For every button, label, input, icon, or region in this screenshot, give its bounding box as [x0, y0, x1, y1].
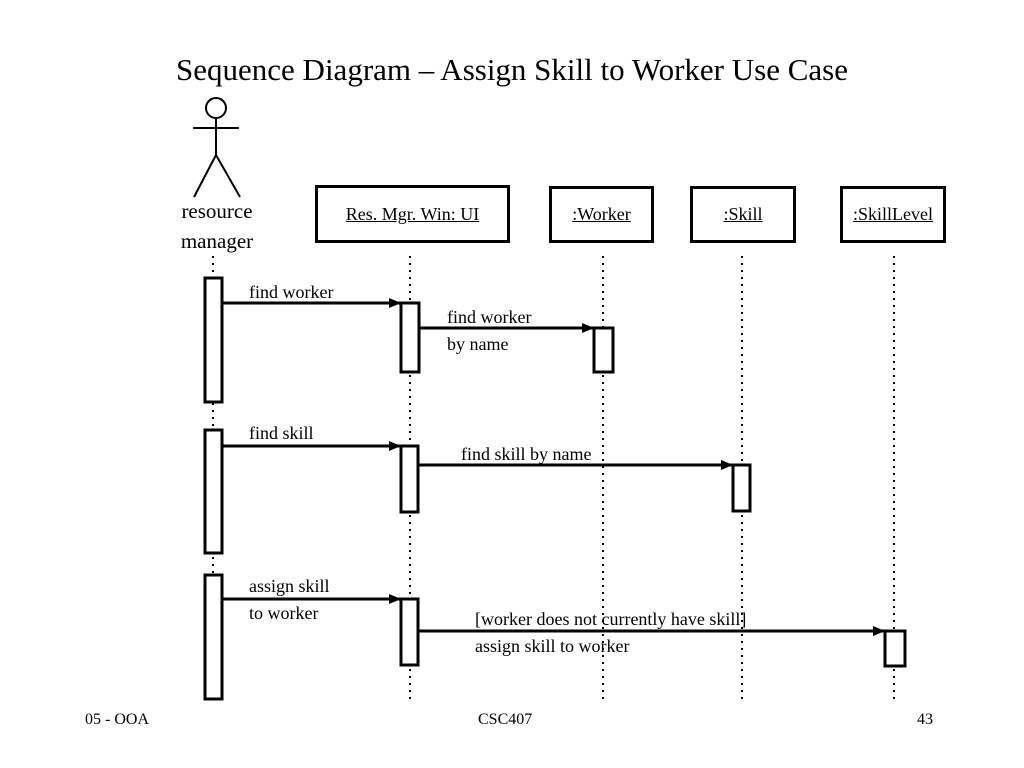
activation-ui-2 — [399, 444, 420, 514]
message-text-line1: find skill by name — [461, 444, 592, 464]
message-text-line2: by name — [447, 334, 509, 354]
slide-title: Sequence Diagram – Assign Skill to Worke… — [176, 52, 848, 87]
message-text-line1: [worker does not currently have skill] — [475, 609, 747, 629]
object-box-skill: :Skill — [690, 186, 796, 243]
message-text-line1: find worker — [447, 307, 532, 327]
activation-actor-3 — [203, 573, 224, 701]
object-label-worker: :Worker — [572, 204, 631, 224]
message-label-find-skill: find skill — [249, 420, 314, 447]
object-label-skill: :Skill — [723, 204, 763, 224]
message-label-find-worker-by-name: find worker by name — [447, 304, 531, 358]
activation-ui-1 — [399, 301, 421, 374]
message-text-line1: assign skill — [249, 576, 330, 596]
object-label-ui: Res. Mgr. Win: UI — [345, 203, 480, 224]
message-text-line2: assign skill to worker — [475, 636, 630, 656]
object-box-skilllevel: :SkillLevel — [840, 186, 946, 243]
footer-left: 05 - OOA — [85, 711, 149, 728]
message-label-find-worker: find worker — [249, 279, 333, 306]
activation-skill-1 — [731, 463, 752, 513]
object-label-skilllevel: :SkillLevel — [853, 204, 933, 224]
message-label-find-skill-by-name: find skill by name — [461, 441, 591, 468]
message-text-line1: find worker — [249, 282, 334, 302]
object-box-worker: :Worker — [549, 186, 654, 243]
footer-center: CSC407 — [478, 711, 533, 728]
object-box-ui: Res. Mgr. Win: UI — [315, 185, 510, 243]
actor-label: resource manager — [166, 196, 268, 256]
stick-figure-icon — [193, 97, 241, 198]
activation-actor-1 — [203, 276, 224, 404]
actor-label-line1: resource — [181, 199, 253, 223]
activation-ui-3 — [399, 597, 420, 667]
message-label-assign-skill: assign skill to worker — [249, 573, 330, 627]
message-label-assign-skill-to-worker: [worker does not currently have skill] a… — [475, 606, 746, 660]
message-text-line2: to worker — [249, 603, 319, 623]
message-text-line1: find skill — [249, 423, 314, 443]
activation-actor-2 — [203, 428, 224, 555]
activation-worker-1 — [592, 326, 615, 374]
activation-skilllevel-1 — [883, 629, 907, 668]
actor-label-line2: manager — [180, 229, 254, 253]
footer-page-number: 43 — [917, 711, 933, 728]
